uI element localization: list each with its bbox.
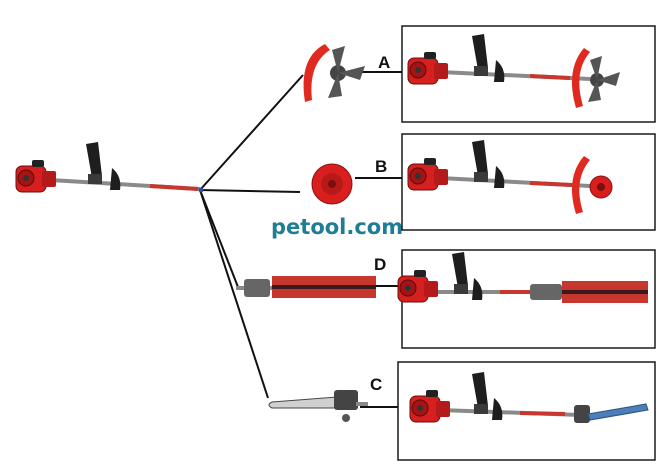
label-b: B [375,157,387,176]
assembly-box-d [397,249,656,349]
watermark: petool.com [271,215,403,239]
connector-c [199,189,269,399]
attachment-a-blade [303,44,365,102]
assembly-box-a [401,25,656,123]
attachment-c-pole-saw [268,390,368,422]
attachment-d-hedge-trimmer [236,276,376,298]
assembly-box-b [401,133,656,231]
base-power-unit [15,142,204,193]
connector-a [199,74,304,191]
attachment-b-trimmer-head [311,163,353,205]
connector-b [199,189,301,193]
label-c: C [370,375,382,394]
label-d: D [374,255,386,274]
label-a: A [378,53,390,72]
assembly-box-c [397,361,656,461]
